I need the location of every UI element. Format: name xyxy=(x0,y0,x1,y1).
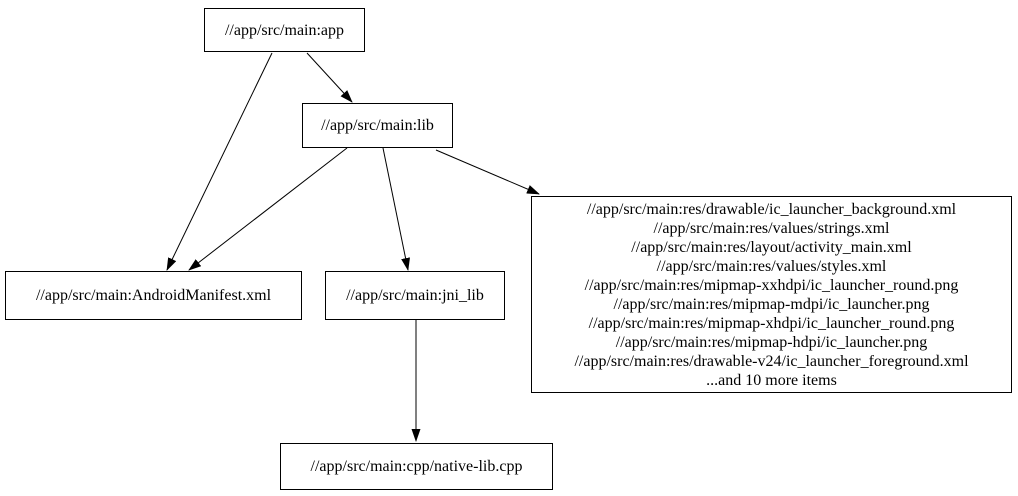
node-res-group-label: //app/src/main:res/drawable/ic_launcher_… xyxy=(586,200,957,218)
node-res-group-label: //app/src/main:res/layout/activity_main.… xyxy=(631,238,912,256)
node-res-group-label: //app/src/main:res/mipmap-xxhdpi/ic_laun… xyxy=(584,276,959,294)
node-lib-label: //app/src/main:lib xyxy=(321,117,434,134)
node-res-group-label: //app/src/main:res/mipmap-xhdpi/ic_launc… xyxy=(588,314,955,332)
node-native-lib-label: //app/src/main:cpp/native-lib.cpp xyxy=(310,458,523,475)
edge-lib-to-android-manifest xyxy=(188,147,348,271)
node-native-lib: //app/src/main:cpp/native-lib.cpp xyxy=(280,443,553,490)
node-res-group-label: //app/src/main:res/mipmap-mdpi/ic_launch… xyxy=(613,295,930,313)
node-app-label: //app/src/main:app xyxy=(224,21,345,39)
node-jni-lib-label: //app/src/main:jni_lib xyxy=(346,287,484,304)
node-res-group-label: //app/src/main:res/drawable-v24/ic_launc… xyxy=(574,352,969,370)
node-lib: //app/src/main:lib xyxy=(302,103,453,148)
node-res-group: //app/src/main:res/drawable/ic_launcher_… xyxy=(531,196,1012,393)
node-android-manifest-label: //app/src/main:AndroidManifest.xml xyxy=(35,287,272,304)
node-res-group-label: //app/src/main:res/values/styles.xml xyxy=(656,257,887,275)
edge-app-to-android-manifest xyxy=(166,52,273,271)
edge-lib-to-res-group xyxy=(435,149,540,195)
node-res-group-label: //app/src/main:res/mipmap-hdpi/ic_launch… xyxy=(615,333,928,351)
node-app: //app/src/main:app xyxy=(204,8,365,52)
node-res-group-label: //app/src/main:res/values/strings.xml xyxy=(653,219,890,237)
node-android-manifest: //app/src/main:AndroidManifest.xml xyxy=(5,271,302,320)
edge-lib-to-jni-lib xyxy=(382,147,410,271)
node-res-group-label: ...and 10 more items xyxy=(706,371,837,389)
edge-app-to-lib xyxy=(306,52,353,103)
node-jni-lib: //app/src/main:jni_lib xyxy=(325,271,505,320)
